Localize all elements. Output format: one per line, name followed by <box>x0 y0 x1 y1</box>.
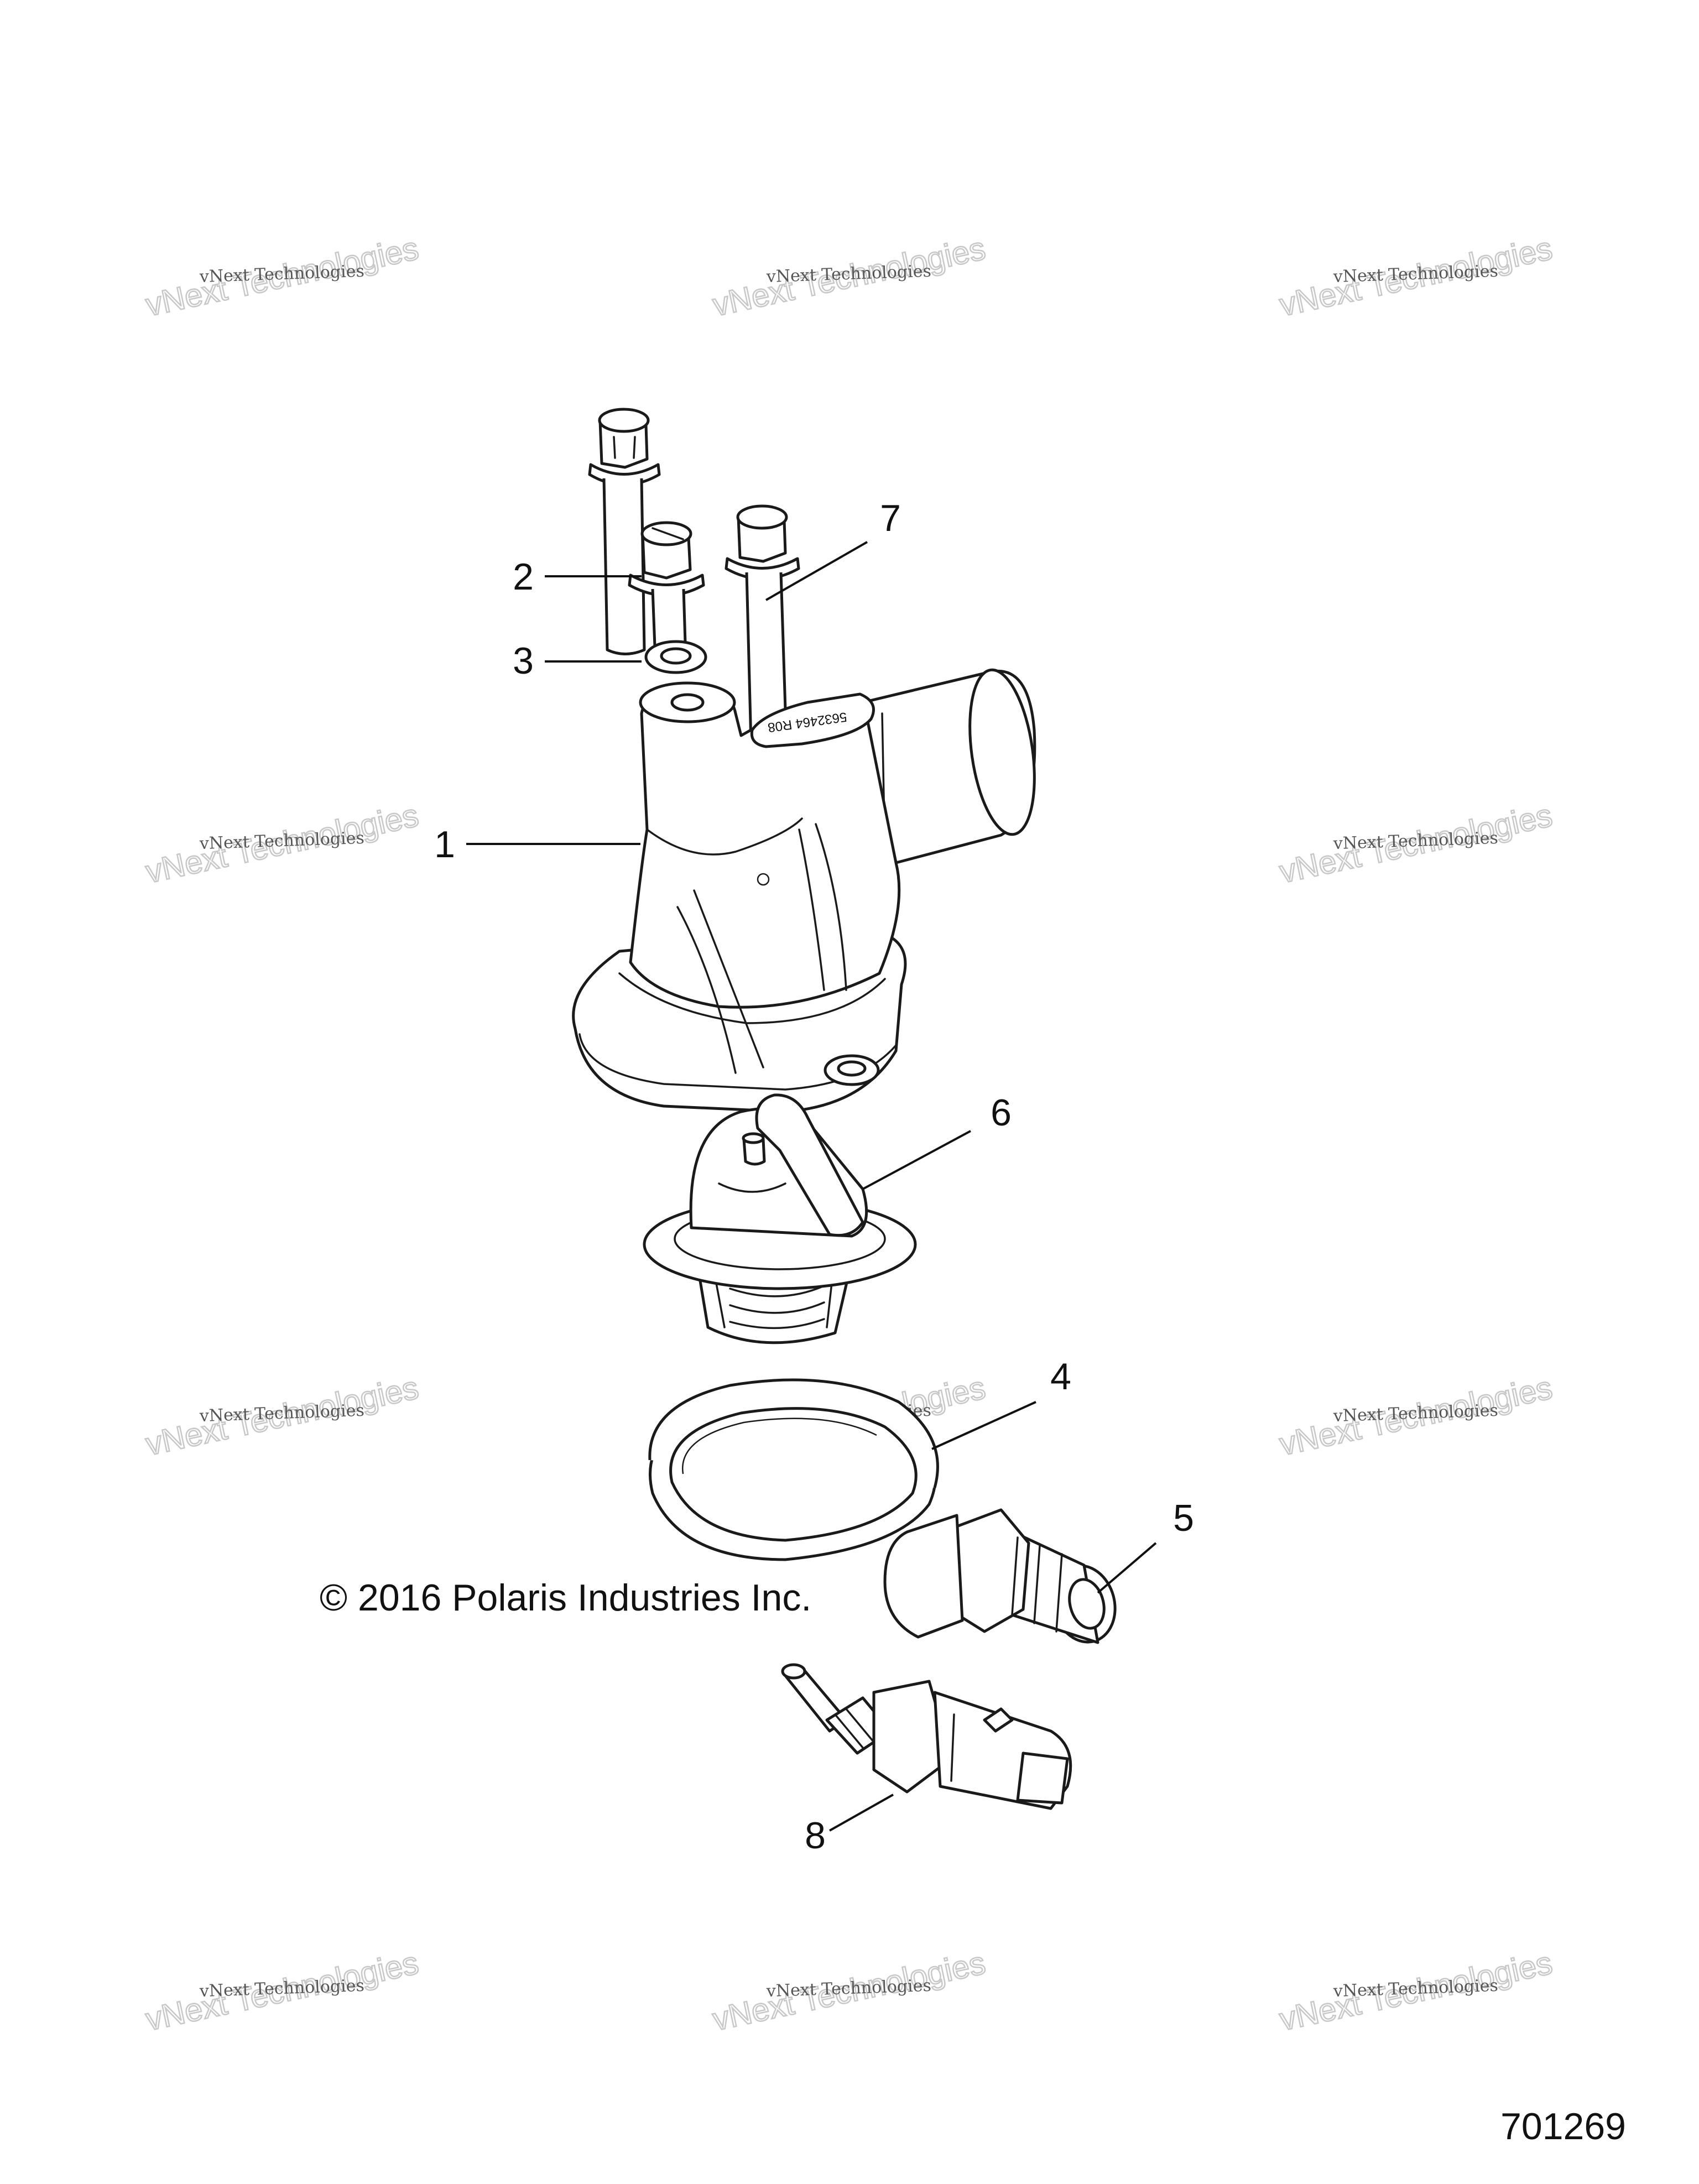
thermostat-housing-part-1-drawing: 5632464 R08 <box>572 668 1036 1113</box>
callout-6: 6 <box>991 1092 1012 1134</box>
fitting-part-5-drawing <box>883 1508 1117 1644</box>
callout-1: 1 <box>434 823 455 866</box>
leader-line-4 <box>931 1401 1036 1450</box>
leader-lines <box>466 541 1157 1832</box>
bolt-upper-drawing <box>588 408 661 655</box>
sensor-part-8-drawing <box>781 1663 1072 1810</box>
bolt-part-7-drawing <box>725 504 800 750</box>
leader-line-7 <box>765 541 868 601</box>
figure-number: 701269 <box>1500 2105 1626 2147</box>
leader-line-8 <box>829 1794 894 1832</box>
leader-line-5 <box>1097 1542 1157 1594</box>
callout-5: 5 <box>1173 1497 1194 1539</box>
thermostat-part-6-drawing <box>643 1093 917 1344</box>
callout-7: 7 <box>880 497 901 539</box>
seal-ring-part-4-drawing <box>648 1378 939 1561</box>
callout-8: 8 <box>805 1815 826 1857</box>
washer-part-3-drawing <box>644 640 707 674</box>
callout-3: 3 <box>513 640 534 682</box>
leader-line-6 <box>862 1130 971 1190</box>
callout-4: 4 <box>1050 1356 1071 1398</box>
copyright-notice: © 2016 Polaris Industries Inc. <box>320 1577 811 1619</box>
callout-2: 2 <box>513 556 534 598</box>
